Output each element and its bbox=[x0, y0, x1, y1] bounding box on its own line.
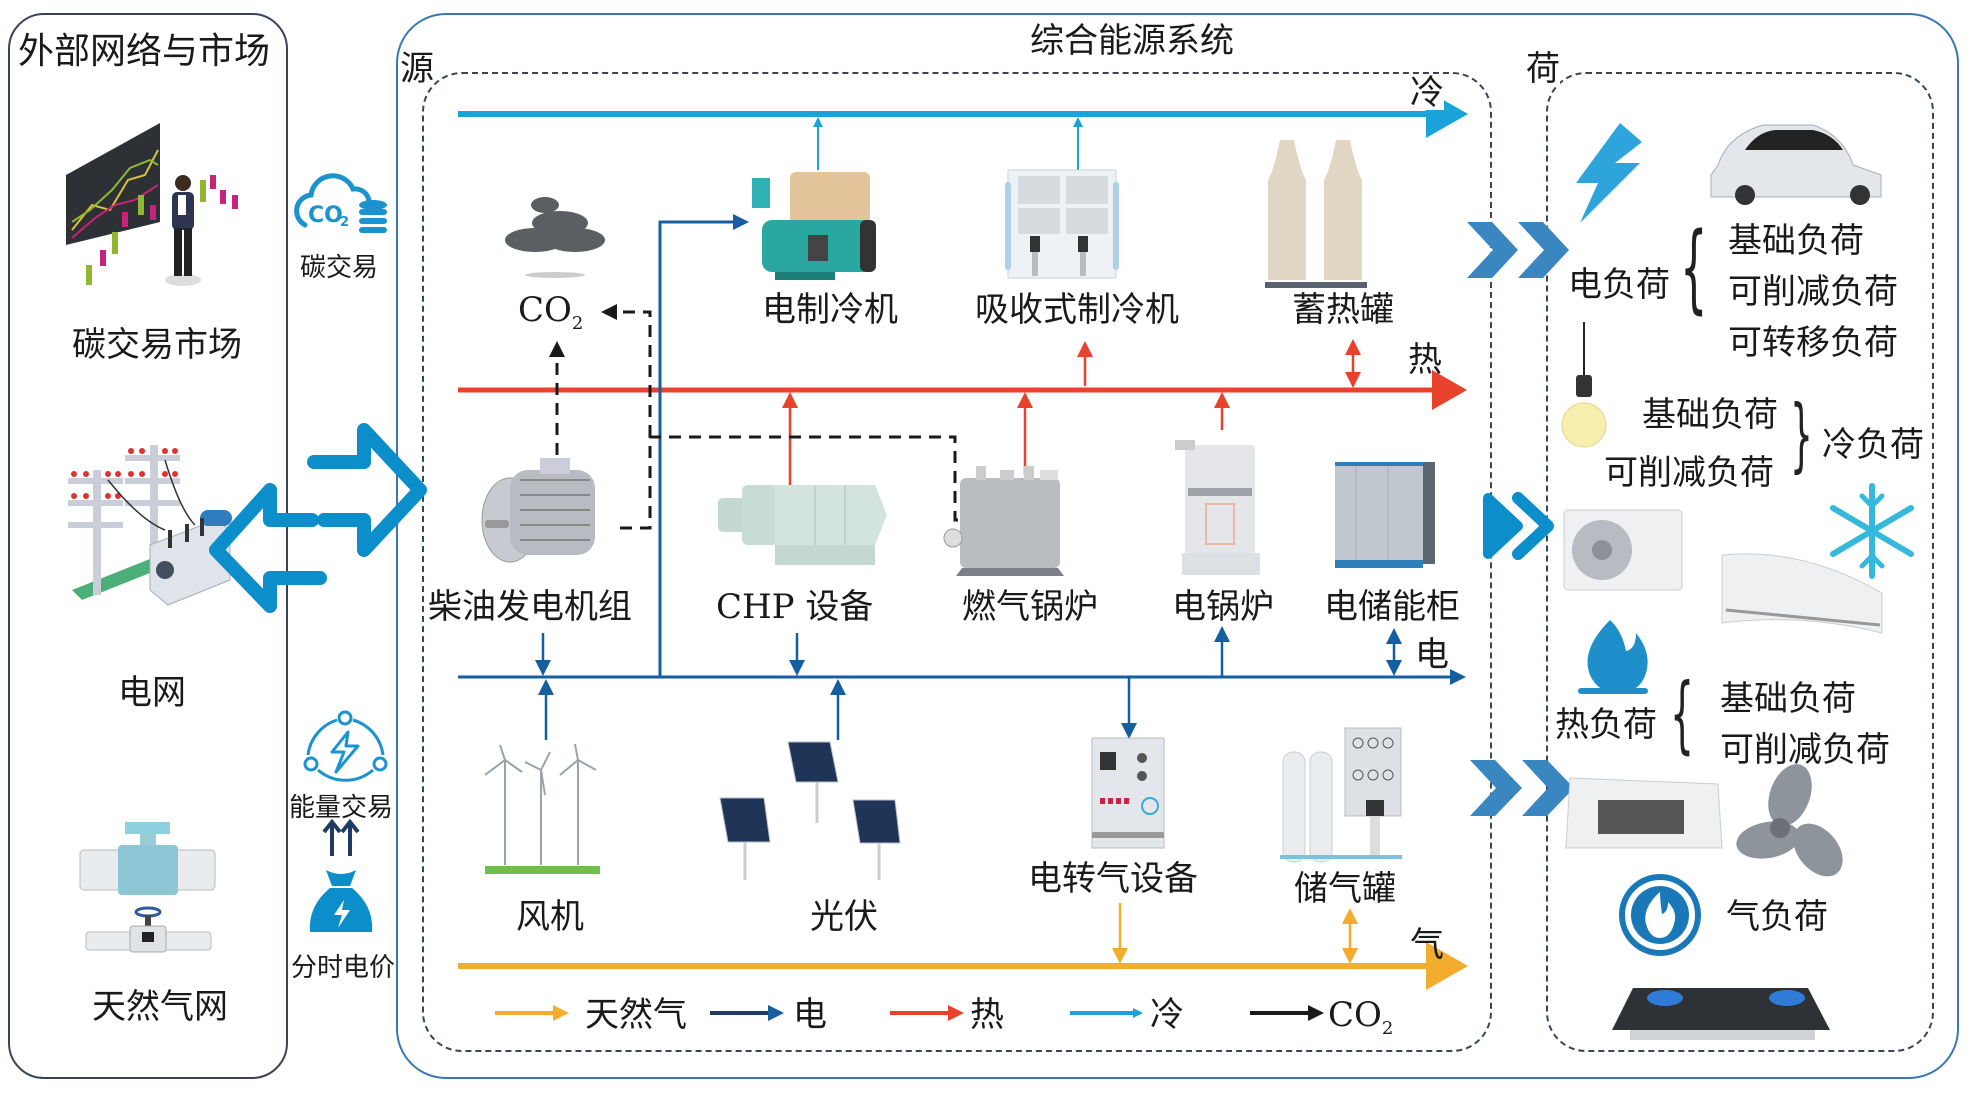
wind-turbine-illustration bbox=[484, 743, 600, 874]
carbon-trading-label: 碳交易 bbox=[300, 253, 379, 283]
electric-load-item: 可转移负荷 bbox=[1728, 323, 1898, 363]
snowflake-icon bbox=[1830, 483, 1914, 579]
pv-label: 光伏 bbox=[810, 897, 878, 937]
heat-load-name: 热负荷 bbox=[1555, 705, 1657, 745]
electric-chiller-illustration bbox=[752, 172, 876, 280]
carbon-market-label: 碳交易市场 bbox=[72, 325, 242, 365]
battery-cabinet-label: 电储能柜 bbox=[1324, 587, 1460, 627]
cooling-load-item: 可削减负荷 bbox=[1604, 453, 1774, 493]
external-network-panel bbox=[8, 13, 288, 1079]
price-to-trading-arrows-icon bbox=[322, 818, 360, 856]
legend-electric-label: 电 bbox=[793, 995, 827, 1035]
cassette-ac-icon bbox=[1565, 777, 1723, 849]
battery-cabinet-illustration bbox=[1335, 462, 1435, 568]
absorption-chiller-illustration bbox=[1005, 169, 1119, 279]
electric-to-chiller-flow bbox=[658, 214, 749, 677]
heat-load-item: 基础负荷 bbox=[1720, 679, 1856, 719]
wind-label: 风机 bbox=[516, 897, 584, 937]
heat-load-item: 可削减负荷 bbox=[1720, 730, 1890, 770]
legend-co2-label: CO2 bbox=[1328, 998, 1393, 1038]
co2-subscript: 2 bbox=[571, 312, 584, 334]
lightning-icon bbox=[1576, 123, 1642, 223]
legend-co2-text: CO bbox=[1328, 995, 1382, 1035]
heat-load-brace: { bbox=[1670, 665, 1695, 763]
money-bag-lightning-icon bbox=[309, 870, 373, 932]
load-label: 荷 bbox=[1526, 49, 1560, 89]
svg-text:CO: CO bbox=[308, 203, 343, 228]
chp-label: CHP 设备 bbox=[716, 587, 874, 627]
light-bulb-icon bbox=[1561, 322, 1607, 448]
electric-car-icon bbox=[1710, 124, 1882, 205]
cooling-load-name: 冷负荷 bbox=[1822, 425, 1924, 465]
source-label: 源 bbox=[400, 49, 434, 89]
p2g-device-illustration bbox=[1091, 737, 1165, 849]
co2-text: CO bbox=[518, 290, 572, 330]
gas-flame-icon bbox=[1619, 874, 1701, 956]
load-zone bbox=[1546, 72, 1934, 1052]
chevron-arrows-cooling-icon bbox=[1483, 492, 1554, 560]
electric-bus-label: 电 bbox=[1415, 635, 1449, 675]
heat-bus-label: 热 bbox=[1408, 340, 1442, 380]
external-title: 外部网络与市场 bbox=[18, 31, 271, 72]
p2g-label: 电转气设备 bbox=[1028, 859, 1198, 899]
gas-boiler-illustration bbox=[943, 466, 1064, 576]
diesel-generator-label: 柴油发电机组 bbox=[428, 587, 632, 627]
tou-price-label: 分时电价 bbox=[291, 953, 396, 983]
ies-panel bbox=[396, 13, 1959, 1079]
gas-load-name: 气负荷 bbox=[1726, 897, 1828, 937]
ies-title: 综合能源系统 bbox=[1030, 21, 1234, 61]
heat-storage-tank-illustration bbox=[1265, 140, 1367, 288]
power-grid-icon bbox=[68, 445, 232, 606]
heat-storage-label: 蓄热罐 bbox=[1292, 290, 1394, 330]
energy-trading-icon bbox=[303, 710, 388, 782]
gas-pipeline-icon bbox=[79, 822, 216, 953]
cold-bus-label: 冷 bbox=[1410, 73, 1444, 113]
flame-heat-icon bbox=[1578, 620, 1648, 694]
chp-boiler-co2-flow bbox=[620, 435, 975, 530]
energy-trading-label: 能量交易 bbox=[289, 793, 394, 823]
wall-ac-unit-icon bbox=[1721, 553, 1883, 634]
electric-load-brace: { bbox=[1680, 212, 1708, 324]
gas-bus-label: 气 bbox=[1410, 925, 1444, 965]
legend-heat-label: 热 bbox=[970, 995, 1004, 1035]
electric-chiller-label: 电制冷机 bbox=[762, 290, 898, 330]
legend-co2-subscript: 2 bbox=[1381, 1017, 1394, 1039]
electric-load-name: 电负荷 bbox=[1568, 265, 1670, 305]
chp-unit-illustration bbox=[718, 485, 887, 565]
chevron-arrows-electric-icon bbox=[1467, 222, 1569, 278]
diesel-generator-illustration bbox=[481, 458, 595, 563]
cooling-load-brace: } bbox=[1790, 388, 1813, 481]
solar-panel-illustration bbox=[719, 741, 901, 880]
power-grid-label: 电网 bbox=[118, 673, 186, 713]
electric-load-item: 基础负荷 bbox=[1728, 221, 1864, 261]
outdoor-ac-unit-icon bbox=[1563, 509, 1683, 591]
gas-stove-icon bbox=[1612, 988, 1830, 1040]
gas-storage-label: 储气罐 bbox=[1294, 869, 1396, 909]
co2-cloud-icon: CO 2 bbox=[294, 173, 387, 233]
absorption-chiller-label: 吸收式制冷机 bbox=[975, 290, 1179, 330]
electric-boiler-illustration bbox=[1175, 440, 1260, 575]
chevron-arrows-heat-icon bbox=[1470, 760, 1574, 816]
legend-gas-label: 天然气 bbox=[585, 995, 687, 1035]
co2-label: CO2 bbox=[518, 293, 583, 333]
legend-cold-label: 冷 bbox=[1150, 995, 1184, 1035]
cooling-load-item: 基础负荷 bbox=[1642, 395, 1778, 435]
fan-icon bbox=[1736, 764, 1843, 877]
svg-text:2: 2 bbox=[340, 215, 349, 230]
carbon-market-icon bbox=[66, 123, 238, 286]
bidirectional-exchange-arrow-icon bbox=[209, 423, 427, 613]
gas-storage-illustration bbox=[1280, 727, 1402, 863]
co2-collect-flow bbox=[601, 304, 652, 437]
electric-boiler-label: 电锅炉 bbox=[1172, 587, 1274, 627]
co2-cloud-illustration bbox=[505, 197, 605, 278]
gas-grid-label: 天然气网 bbox=[92, 987, 228, 1027]
gas-boiler-label: 燃气锅炉 bbox=[962, 587, 1098, 627]
source-zone bbox=[422, 72, 1492, 1052]
electric-load-item: 可削减负荷 bbox=[1728, 272, 1898, 312]
